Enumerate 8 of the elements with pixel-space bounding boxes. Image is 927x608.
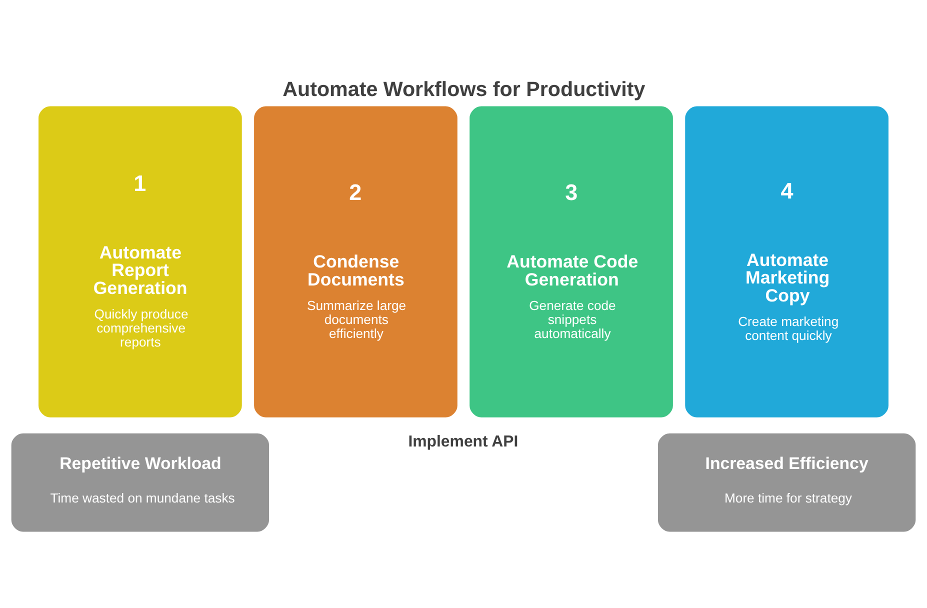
node-box: 3 Automate Code Generation Generate code snippets automatically: [470, 106, 673, 418]
node-box: 2 Condense Documents Summarize large documents efficiently: [254, 106, 458, 418]
label: Implement API: [408, 434, 518, 451]
node-box: Repetitive Workload Time wasted on mundane tasks: [11, 433, 270, 532]
node-box: Increased Efficiency More time for strategy: [658, 433, 916, 532]
diagram-title: Automate Workflows for Productivity: [282, 78, 646, 102]
node-box: 4 Automate Marketing Copy Create marketing content quickly: [685, 106, 888, 418]
node-box: 1 Automate Report Generation Quickly produce comprehensive reports: [38, 106, 242, 418]
